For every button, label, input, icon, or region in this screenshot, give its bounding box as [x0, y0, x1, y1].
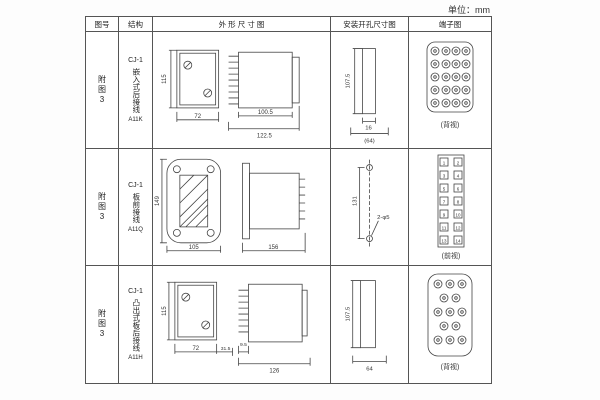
terminal-strip-outline — [437, 154, 465, 247]
svg-text:14: 14 — [455, 238, 461, 243]
dim-label-hole-spacing: 131 — [353, 196, 359, 206]
model-label: CJ-1 — [128, 57, 143, 64]
install-hole-drawing-a11h: 107.5 64 — [346, 280, 387, 372]
svg-text:3: 3 — [443, 173, 446, 178]
dim-label-cutout-overall: 64 — [366, 366, 373, 372]
outline-drawing-a11k: 115 72 100.5 122.5 — [162, 49, 300, 139]
svg-text:6: 6 — [457, 186, 460, 191]
type-code: A11Q — [128, 226, 143, 233]
relay-front-view — [159, 158, 222, 253]
view-label: (前视) — [442, 251, 461, 260]
fig-number-row3: 附图3 — [86, 266, 119, 383]
dim-label-cutout-height: 107.5 — [346, 306, 352, 321]
outline-cell-row1: 115 72 100.5 122.5 — [153, 32, 331, 149]
dim-label-width: 72 — [192, 346, 199, 352]
outline-drawing-a11h: 115 72 31.5 9.5 126 — [162, 281, 311, 375]
install-cell-row1: 107.5 16 (64) — [331, 32, 409, 149]
structure-row3: CJ-1 凸出式板后接线 A11H — [119, 266, 153, 383]
terminal-diagram-a11k: (背视) — [426, 41, 474, 129]
outline-drawing-a11q: 149 105 156 — [155, 158, 306, 253]
terminal-screws — [430, 46, 471, 107]
relay-side-view — [242, 162, 306, 253]
structure-row2: CJ-1 板前接线 A11Q — [119, 149, 153, 266]
svg-text:7: 7 — [443, 199, 446, 204]
type-code: A11H — [128, 355, 143, 362]
dim-label-height: 149 — [155, 195, 161, 206]
header-fig: 图号 — [86, 17, 119, 32]
svg-text:10: 10 — [455, 212, 461, 217]
install-cell-row2: 131 2-φ5 — [331, 149, 409, 266]
dim-label-height: 115 — [162, 306, 168, 316]
terminal-cell-row3: (背视) — [409, 266, 491, 383]
relay-front-view — [168, 49, 220, 122]
structure-desc: 板前接线 — [131, 192, 141, 223]
structure-row1: CJ-1 嵌入式后接线 A11K — [119, 32, 153, 149]
outline-cell-row3: 115 72 31.5 9.5 126 — [153, 266, 331, 383]
model-label: CJ-1 — [128, 181, 143, 189]
svg-text:12: 12 — [455, 225, 461, 230]
dim-label-step: 31.5 — [221, 346, 231, 352]
dim-label-pin: 9.5 — [240, 342, 247, 348]
header-terminal: 端子图 — [409, 17, 491, 32]
dim-label-width: 105 — [189, 244, 200, 250]
dim-label-depth1: 100.5 — [258, 109, 274, 115]
dim-label-cutout-overall: (64) — [364, 138, 375, 144]
svg-text:8: 8 — [457, 199, 460, 204]
terminal-screws — [433, 279, 467, 345]
structure-desc: 嵌入式后接线 — [131, 68, 141, 113]
relay-side-view — [238, 283, 311, 366]
fig-number-row2: 附图3 — [86, 149, 119, 266]
svg-text:2: 2 — [457, 160, 460, 165]
svg-text:9: 9 — [443, 212, 446, 217]
relay-side-view — [228, 51, 300, 131]
install-hole-drawing-a11q: 131 2-φ5 — [353, 159, 390, 246]
cutout-outline — [350, 280, 387, 364]
view-label: (背视) — [441, 120, 460, 129]
hole-layout — [357, 159, 379, 246]
relay-front-view — [166, 281, 233, 356]
hole-size-note: 2-φ5 — [377, 214, 390, 220]
view-label: (背视) — [441, 362, 460, 371]
fig-number-row1: 附图3 — [86, 32, 119, 149]
dim-label-cutout-height: 107.5 — [346, 73, 352, 88]
dim-label-width: 72 — [194, 113, 201, 119]
terminal-block-outline — [426, 41, 474, 112]
dim-label-height: 115 — [162, 73, 168, 83]
install-hole-drawing-a11k: 107.5 16 (64) — [346, 47, 389, 144]
svg-text:11: 11 — [442, 225, 447, 230]
svg-text:5: 5 — [443, 186, 446, 191]
header-outline: 外 形 尺 寸 图 — [153, 17, 331, 32]
dim-label-depth: 126 — [269, 369, 280, 375]
dim-label-depth2: 122.5 — [257, 133, 273, 139]
header-structure: 结构 — [119, 17, 153, 32]
svg-text:13: 13 — [441, 238, 447, 243]
terminal-block-outline — [427, 273, 473, 357]
svg-text:1: 1 — [443, 160, 446, 165]
install-cell-row3: 107.5 64 — [331, 266, 409, 383]
model-label: CJ-1 — [128, 287, 143, 295]
terminal-cell-row1: (背视) — [409, 32, 491, 149]
dim-label-cutout-width: 16 — [365, 125, 372, 131]
terminal-diagram-a11h: (背视) — [427, 273, 473, 371]
dimension-table: 图号 结构 外 形 尺 寸 图 安装开孔尺寸图 端子图 附图3 CJ-1 嵌入式… — [85, 16, 492, 384]
dim-label-depth2: 156 — [268, 244, 279, 250]
svg-text:4: 4 — [457, 173, 460, 178]
structure-desc: 凸出式板后接线 — [131, 298, 141, 352]
type-code: A11K — [128, 117, 143, 123]
unit-label: 单位：mm — [448, 5, 490, 15]
cutout-outline — [350, 47, 389, 135]
outline-cell-row2: 149 105 156 — [153, 149, 331, 266]
header-install: 安装开孔尺寸图 — [331, 17, 409, 32]
